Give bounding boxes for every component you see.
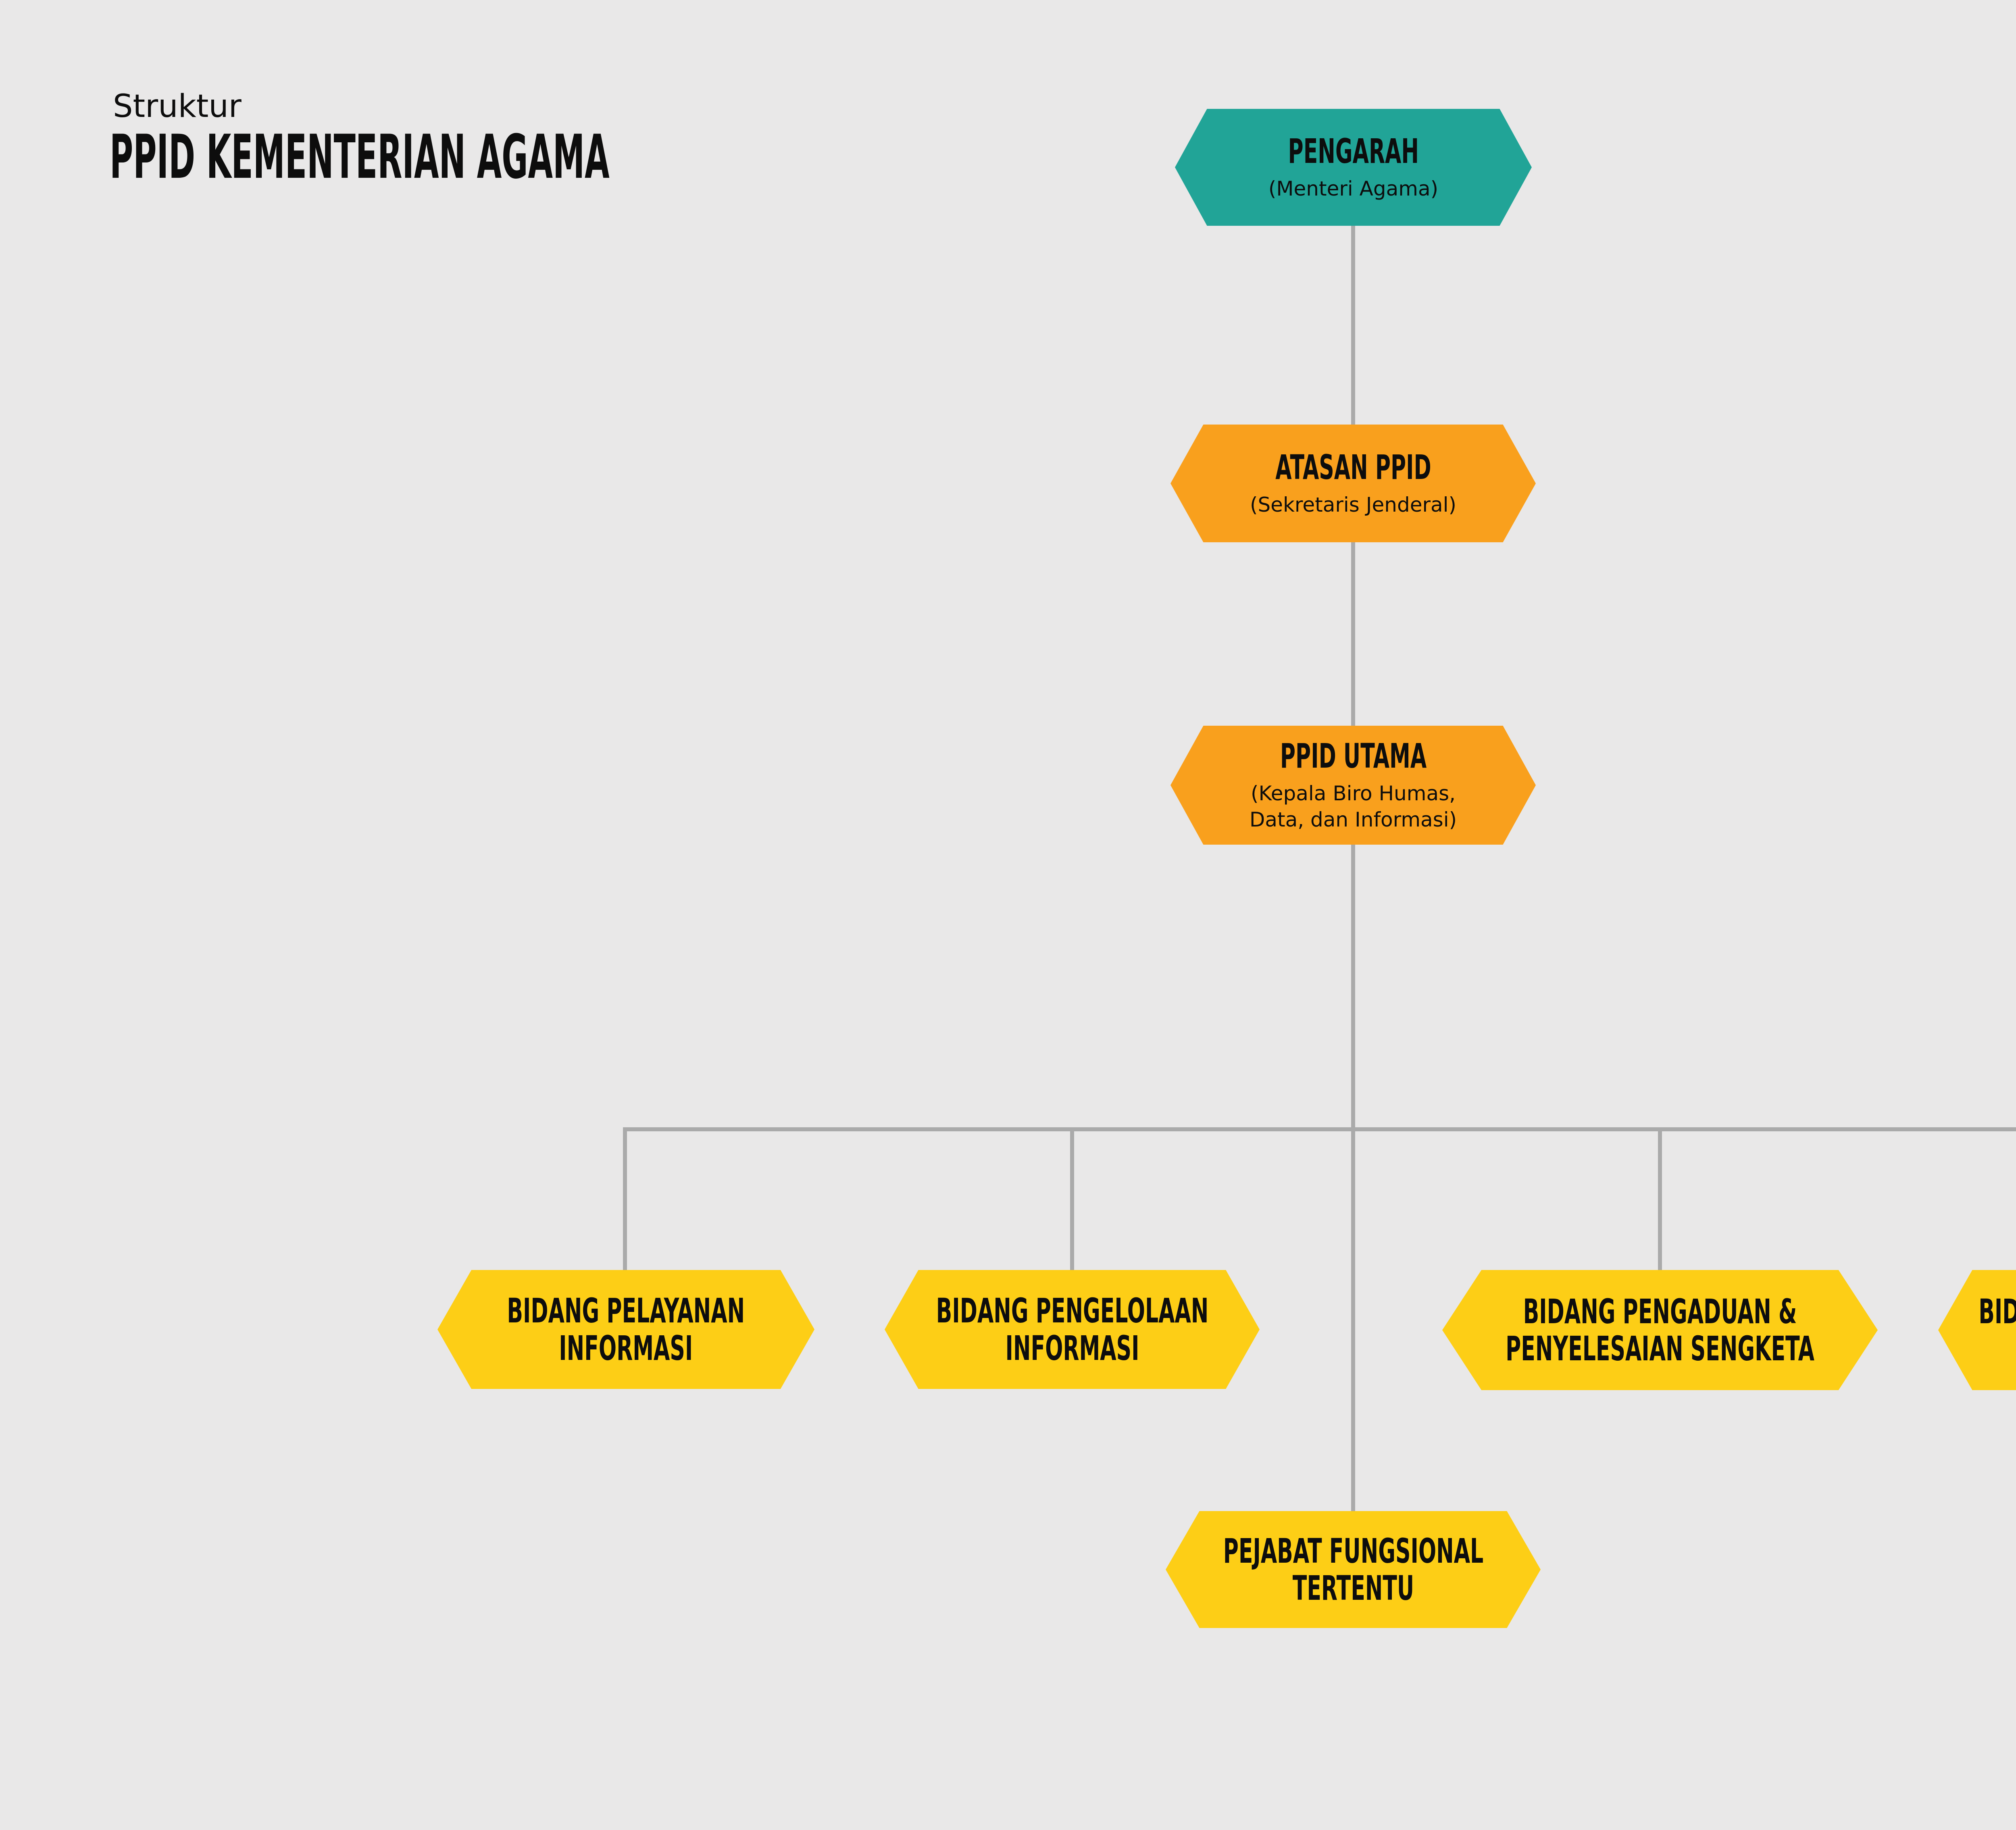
org-node-label: BIDANG DOKUMENTASI & ARSIP [1979,1291,2016,1331]
org-node-label: PENGARAH [1288,131,1419,171]
org-node-bidang-dokumentasi-arsip: BIDANG DOKUMENTASI & ARSIP [1938,1270,2016,1390]
connector-utama-pejabat-spine [1351,845,1355,1511]
connector-atasan-utama [1351,542,1355,726]
org-node-label: ATASAN PPID [1275,448,1431,487]
chart-title: PPID KEMENTERIAN AGAMA [110,122,610,192]
org-node-sublabel: (Sekretaris Jenderal) [1250,493,1457,516]
org-node-atasan-ppid: ATASAN PPID (Sekretaris Jenderal) [1170,425,1536,542]
org-node-sublabel: (Kepala Biro Humas, Data, dan Informasi) [1249,781,1457,831]
connector-stub-bidang-pengaduan [1658,1127,1662,1273]
connector-stub-bidang-pengelolaan [1070,1127,1074,1272]
org-node-label: BIDANG PENGADUAN & PENYELESAIAN SENGKETA [1506,1291,1814,1368]
connector-stub-bidang-pelayanan [623,1127,627,1272]
connector-horizontal-bar [623,1127,2016,1131]
org-node-label: PPID UTAMA [1280,736,1427,776]
org-node-pengarah: PENGARAH (Menteri Agama) [1175,109,1532,226]
org-node-bidang-pengaduan-penyelesaian-sengketa: BIDANG PENGADUAN & PENYELESAIAN SENGKETA [1442,1270,1878,1390]
org-node-label: BIDANG PENGELOLAAN INFORMASI [936,1291,1208,1368]
org-node-ppid-utama: PPID UTAMA (Kepala Biro Humas, Data, dan… [1170,726,1536,845]
org-node-bidang-pelayanan-informasi: BIDANG PELAYANAN INFORMASI [437,1270,814,1389]
chart-eyebrow: Struktur [113,88,242,125]
org-node-label: PEJABAT FUNGSIONAL TERTENTU [1223,1531,1483,1608]
org-node-sublabel: (Menteri Agama) [1268,177,1439,200]
org-node-label: BIDANG PELAYANAN INFORMASI [507,1291,745,1368]
connector-pengarah-atasan [1351,226,1355,425]
org-node-bidang-pengelolaan-informasi: BIDANG PENGELOLAAN INFORMASI [885,1270,1260,1389]
org-node-pejabat-fungsional-tertentu: PEJABAT FUNGSIONAL TERTENTU [1166,1511,1541,1628]
